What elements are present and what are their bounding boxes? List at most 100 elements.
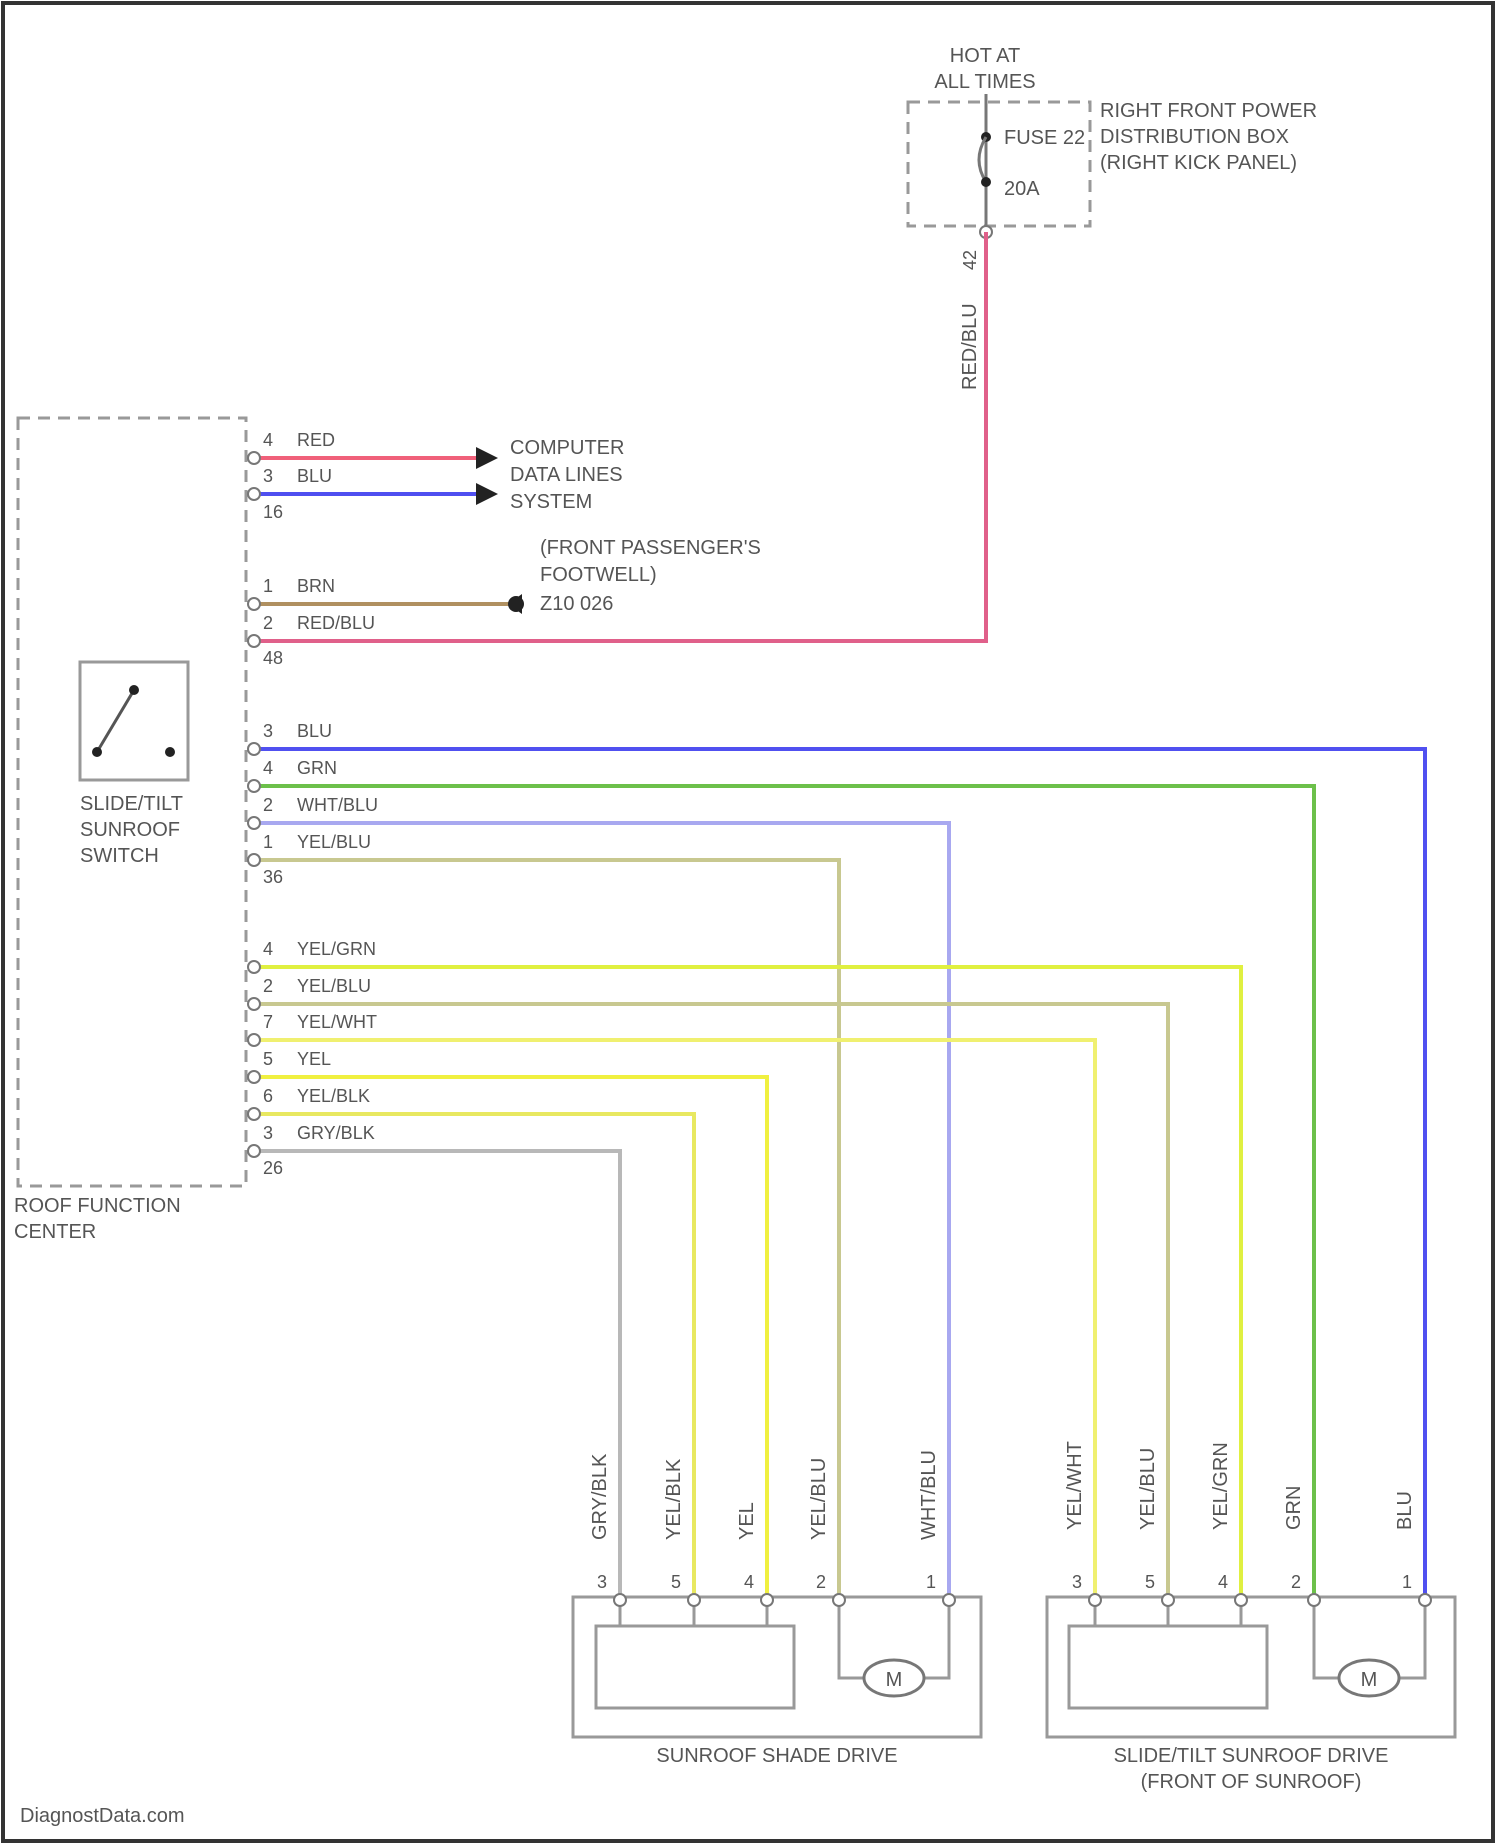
tilt-pin-wire-color: YEL/WHT <box>1064 1441 1086 1530</box>
pin-number: 7 <box>263 1012 273 1032</box>
shade-pin-wire-color: WHT/BLU <box>918 1450 940 1540</box>
ground-label-line1: (FRONT PASSENGER'S <box>540 537 761 559</box>
pin-number: 2 <box>263 976 273 996</box>
shade-drive-module <box>596 1626 794 1708</box>
switch-label-line1: SLIDE/TILT <box>80 793 183 815</box>
tilt-pin-number: 4 <box>1218 1572 1228 1592</box>
pin-wire-color: RED/BLU <box>297 613 375 633</box>
power-distribution-box: HOT AT ALL TIMES FUSE 22 20A RIGHT FRONT… <box>908 45 1317 390</box>
fuse-terminal-bottom <box>981 177 991 187</box>
tilt-pin <box>1162 1594 1174 1606</box>
shade-pin <box>943 1594 955 1606</box>
connector-pin <box>248 488 260 500</box>
power-box-name-line3: (RIGHT KICK PANEL) <box>1100 152 1297 174</box>
data-line-arrow-red <box>476 447 498 469</box>
wires <box>258 232 1425 1600</box>
switch-label-line2: SUNROOF <box>80 819 180 841</box>
sunroof-shade-drive: M 3 5 4 2 1 GRY/BLK YEL/BLK YEL YEL/BLU … <box>573 1450 981 1767</box>
connector-pin <box>248 1034 260 1046</box>
data-lines-label-line1: COMPUTER <box>510 437 624 459</box>
shade-pin-wire-color: YEL <box>736 1502 758 1540</box>
pin-wire-color: GRY/BLK <box>297 1123 375 1143</box>
tilt-pin <box>1089 1594 1101 1606</box>
shade-pin-number: 3 <box>597 1572 607 1592</box>
tilt-drive-module <box>1069 1626 1267 1708</box>
data-lines-label-line3: SYSTEM <box>510 491 592 513</box>
shade-pin <box>688 1594 700 1606</box>
wire-yel-blk-shade-pin5 <box>258 1114 694 1600</box>
switch-contact-top <box>129 685 139 695</box>
connector-pin <box>248 452 260 464</box>
pin-wire-color: YEL/BLK <box>297 1086 370 1106</box>
shade-drive-title: SUNROOF SHADE DRIVE <box>656 1745 897 1767</box>
switch-contact-right <box>165 747 175 757</box>
switch-contact-arm <box>97 690 134 752</box>
connector-pin <box>248 998 260 1010</box>
ground-label-line2: FOOTWELL) <box>540 564 657 586</box>
pin-number: 3 <box>263 1123 273 1143</box>
wire-yel-blu-tilt-pin5 <box>258 1004 1168 1600</box>
pin-number: 4 <box>263 758 273 778</box>
power-box-name-line1: RIGHT FRONT POWER <box>1100 100 1317 122</box>
tilt-pin-wire-color: BLU <box>1394 1491 1416 1530</box>
connector-pin <box>248 1071 260 1083</box>
tilt-pin-number: 5 <box>1145 1572 1155 1592</box>
connector-16: 4 RED 3 BLU 16 <box>248 430 335 522</box>
pin-wire-color: YEL/WHT <box>297 1012 377 1032</box>
pin-wire-color: BLU <box>297 466 332 486</box>
wire-gry-blk-shade-pin3 <box>258 1151 620 1600</box>
connector-id: 48 <box>263 648 283 668</box>
tilt-motor-label: M <box>1361 1669 1378 1691</box>
tilt-pin-number: 1 <box>1402 1572 1412 1592</box>
tilt-pin <box>1308 1594 1320 1606</box>
data-line-arrow-blu <box>476 483 498 505</box>
connector-pin <box>248 1145 260 1157</box>
ground-label-line3: Z10 026 <box>540 593 613 615</box>
pin-wire-color: BLU <box>297 721 332 741</box>
fuse-output-pin-number: 42 <box>960 250 980 270</box>
wire-yel-blu-shade-pin2 <box>258 860 839 1600</box>
connector-36: 3 BLU 4 GRN 2 WHT/BLU 1 YEL/BLU 36 <box>248 721 378 887</box>
pin-number: 2 <box>263 613 273 633</box>
shade-pin-wire-color: YEL/BLK <box>663 1458 685 1540</box>
pin-wire-color: YEL/BLU <box>297 976 371 996</box>
power-box-name-line2: DISTRIBUTION BOX <box>1100 126 1289 148</box>
switch-contact-pivot <box>92 747 102 757</box>
pin-wire-color: YEL/BLU <box>297 832 371 852</box>
connector-pin <box>248 1108 260 1120</box>
connector-id: 36 <box>263 867 283 887</box>
tilt-pin-wire-color: YEL/GRN <box>1210 1442 1232 1530</box>
connector-26: 4 YEL/GRN 2 YEL/BLU 7 YEL/WHT 5 YEL 6 YE… <box>248 939 377 1178</box>
connector-pin <box>248 598 260 610</box>
connector-pin <box>248 817 260 829</box>
pin-wire-color: GRN <box>297 758 337 778</box>
tilt-pin-number: 2 <box>1291 1572 1301 1592</box>
shade-pin <box>614 1594 626 1606</box>
pin-number: 4 <box>263 939 273 959</box>
roof-function-center-title-line2: CENTER <box>14 1221 96 1243</box>
ground-point <box>508 596 524 612</box>
shade-pin-number: 1 <box>926 1572 936 1592</box>
slide-tilt-sunroof-drive: M 3 5 4 2 1 YEL/WHT YEL/BLU YEL/GRN GRN … <box>1047 1441 1455 1793</box>
connector-pin <box>248 743 260 755</box>
wire-yel-shade-pin4 <box>258 1077 767 1600</box>
pin-number: 1 <box>263 832 273 852</box>
fuse-output-wire-color: RED/BLU <box>959 303 981 390</box>
shade-pin <box>833 1594 845 1606</box>
connector-pin <box>248 961 260 973</box>
shade-pin-number: 4 <box>744 1572 754 1592</box>
connector-pin <box>248 780 260 792</box>
shade-motor-label: M <box>886 1669 903 1691</box>
tilt-drive-title-line2: (FRONT OF SUNROOF) <box>1141 1771 1362 1793</box>
pin-number: 6 <box>263 1086 273 1106</box>
tilt-drive-title-line1: SLIDE/TILT SUNROOF DRIVE <box>1114 1745 1389 1767</box>
diagram-frame <box>3 3 1493 1841</box>
pin-number: 3 <box>263 466 273 486</box>
watermark: DiagnostData.com <box>20 1805 185 1827</box>
pin-wire-color: YEL/GRN <box>297 939 376 959</box>
connector-id: 16 <box>263 502 283 522</box>
tilt-pin <box>1419 1594 1431 1606</box>
roof-function-center: ROOF FUNCTION CENTER SLIDE/TILT SUNROOF … <box>14 418 246 1243</box>
connector-pin <box>248 854 260 866</box>
roof-function-center-title-line1: ROOF FUNCTION <box>14 1195 181 1217</box>
